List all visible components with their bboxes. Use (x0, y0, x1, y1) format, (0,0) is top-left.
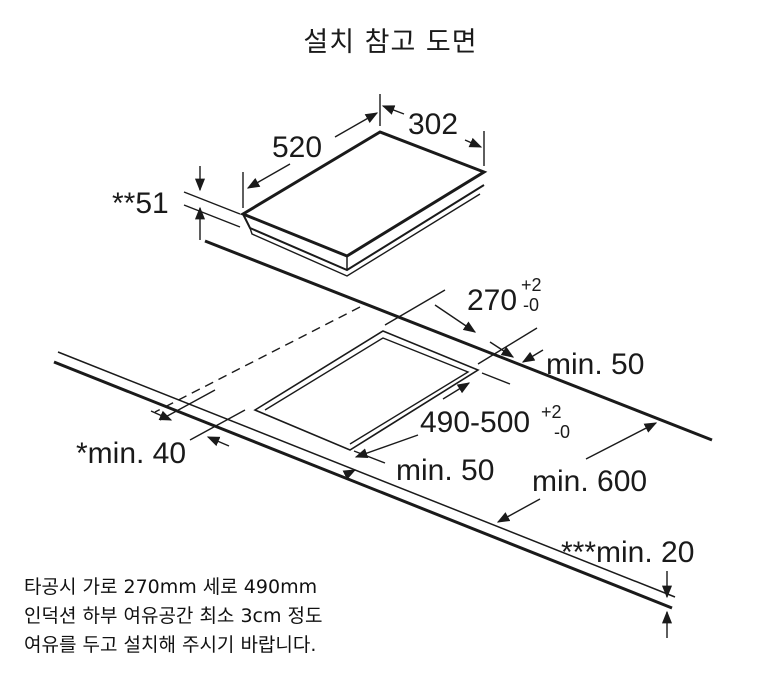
hob-drawing (239, 130, 488, 277)
hob-width-label: 520 (272, 131, 322, 164)
hob-depth-label: 302 (408, 108, 458, 141)
below-clearance-label: ***min. 20 (561, 536, 694, 569)
cutout-width-label: 490-500 (420, 406, 530, 439)
dimension-front-min40 (150, 389, 246, 447)
dimension-270 (384, 289, 538, 365)
wall-cabinet-clearance-label: min. 600 (532, 465, 647, 498)
cutout-width-tol-minus: -0 (554, 422, 570, 442)
front-clearance-label: *min. 40 (76, 437, 186, 470)
dimension-302 (381, 105, 485, 166)
note-line: 여유를 두고 설치해 주시기 바랍니다. (24, 634, 317, 656)
hob-height-label: **51 (112, 187, 169, 220)
cutout-depth-tol-plus: +2 (521, 275, 542, 295)
cutout-depth-tol-minus: -0 (523, 295, 539, 315)
page-title: 설치 참고 도면 (303, 27, 478, 58)
dimension-520 (242, 94, 381, 208)
back-clearance-label: min. 50 (546, 348, 644, 381)
dimension-min600 (342, 422, 658, 523)
installation-notes: 타공시 가로 270mm 세로 490mm 인덕션 하부 여유공간 최소 3cm… (24, 573, 322, 660)
dimension-side-min50 (354, 434, 419, 458)
note-line: 타공시 가로 270mm 세로 490mm (24, 576, 318, 598)
worktop-drawing (53, 239, 713, 610)
side-clearance-label: min. 50 (396, 454, 494, 487)
dimension-51 (183, 166, 241, 240)
note-line: 인덕션 하부 여유공간 최소 3cm 정도 (24, 605, 323, 627)
dimension-back-min50 (521, 349, 544, 363)
cutout-width-tol-plus: +2 (541, 402, 562, 422)
cutout-depth-label: 270 (467, 284, 517, 317)
